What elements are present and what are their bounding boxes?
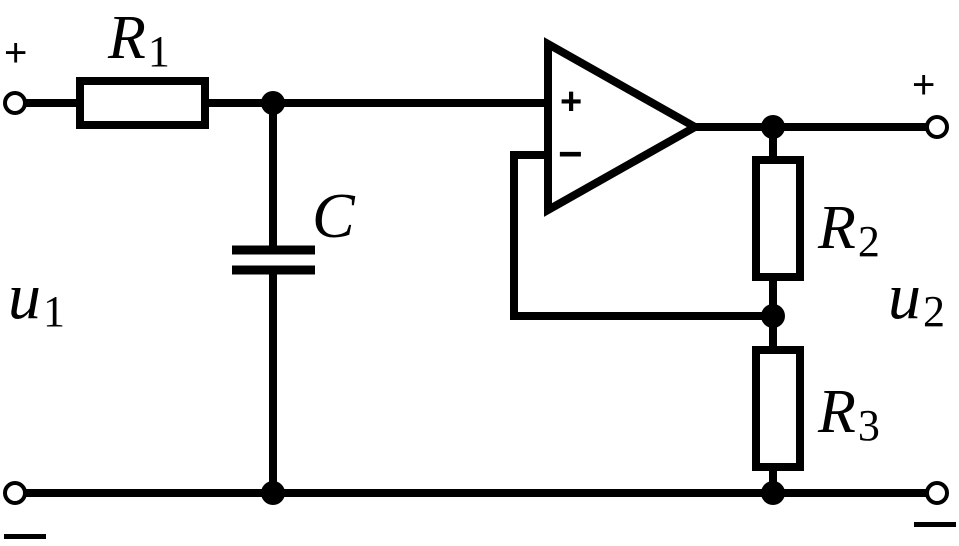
label-c: C	[312, 180, 356, 251]
label-u1-sub: 1	[43, 287, 65, 336]
input-plus-sign: +	[4, 31, 27, 75]
label-u1: u1	[8, 260, 65, 336]
junction-dot-ground-left	[261, 481, 285, 505]
junction-dot-ground-right	[761, 481, 785, 505]
label-r3-sub: 3	[858, 401, 880, 450]
label-r3-main: R	[817, 378, 856, 446]
capacitor-c	[232, 245, 315, 275]
label-u2-main: u	[888, 260, 921, 333]
label-r1: R1	[107, 4, 170, 76]
label-u1-main: u	[8, 260, 41, 333]
label-r1-main: R	[107, 4, 146, 72]
input-minus-sign	[4, 534, 46, 539]
label-r1-sub: 1	[148, 27, 170, 76]
label-u2-sub: 2	[923, 287, 945, 336]
junction-dot-input-node	[261, 91, 285, 115]
terminal-input-minus	[3, 481, 27, 505]
opamp-minus-sign: −	[558, 130, 583, 177]
output-minus-sign	[914, 522, 956, 527]
resistor-r2	[752, 156, 804, 281]
opamp-plus-sign: +	[560, 81, 582, 123]
resistor-r1	[76, 77, 209, 129]
junction-dot-feedback-node	[761, 304, 785, 328]
label-r2-main: R	[817, 194, 856, 262]
wire-feedback-loop	[510, 151, 777, 320]
junction-dot-output-node	[761, 115, 785, 139]
terminal-output-minus	[925, 481, 949, 505]
label-r3: R3	[817, 378, 880, 450]
terminal-output-plus	[925, 115, 949, 139]
resistor-r3	[752, 346, 804, 471]
label-u2: u2	[888, 260, 945, 336]
terminal-input-plus	[3, 91, 27, 115]
label-r2-sub: 2	[858, 217, 880, 266]
label-r2: R2	[817, 194, 880, 266]
output-plus-sign: +	[912, 63, 935, 107]
op-amp	[544, 37, 704, 217]
